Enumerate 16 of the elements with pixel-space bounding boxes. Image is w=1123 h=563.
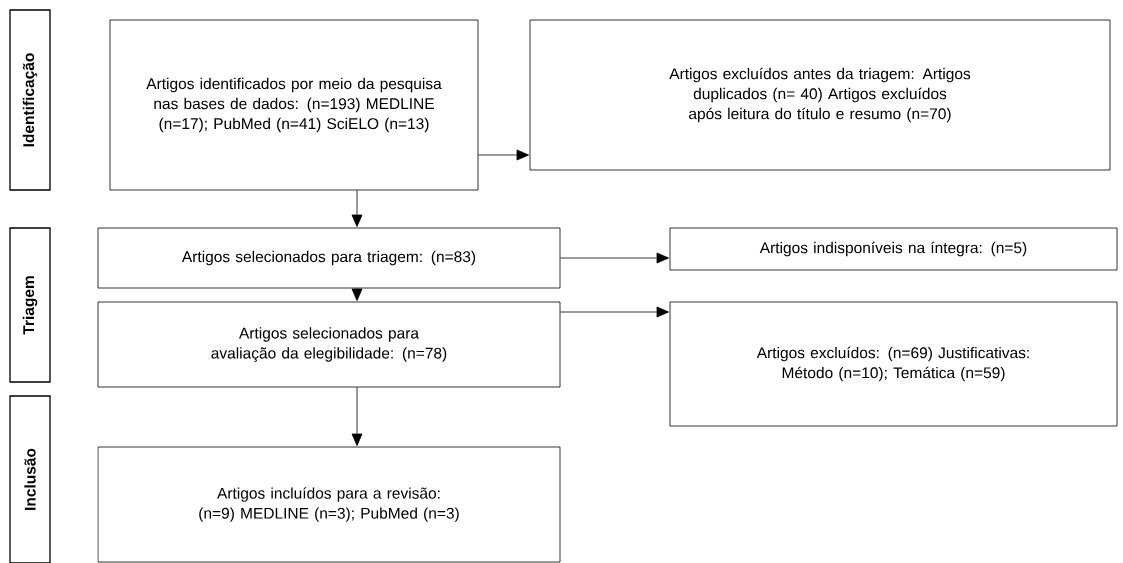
arrow [560, 252, 669, 264]
exclusion-box: Artigos excluídos antes da triagem: Artigos duplicados (n= 40) Artigos excluídos após leitura do título e resumo (n=70) [529, 19, 1111, 171]
phase-label-box: Inclusão [9, 395, 51, 563]
arrow [478, 149, 529, 161]
exclusion-box: Artigos indisponíveis na íntegra: (n=5) [669, 227, 1118, 271]
arrow [351, 190, 363, 227]
process-box: Artigos selecionados para avaliação da elegibilidade: (n=78) [97, 301, 561, 388]
process-box: Artigos selecionados para triagem: (n=83) [97, 227, 561, 289]
process-box: Artigos incluídos para a revisão: (n=9) MEDLINE (n=3); PubMed (n=3) [97, 446, 561, 563]
phase-label-box: Identificação [9, 9, 51, 191]
exclusion-box: Artigos excluídos: (n=69) Justificativas: Método (n=10); Temática (n=59) [669, 301, 1118, 427]
arrow [351, 288, 363, 301]
process-box: Artigos identificados por meio da pesquisa nas bases de dados: (n=193) MEDLINE (n=17); PubMed (n=41) SciELO (n=13) [109, 19, 479, 191]
arrow [560, 306, 669, 318]
phase-label-box: Triagem [9, 227, 51, 383]
arrow [351, 387, 363, 446]
